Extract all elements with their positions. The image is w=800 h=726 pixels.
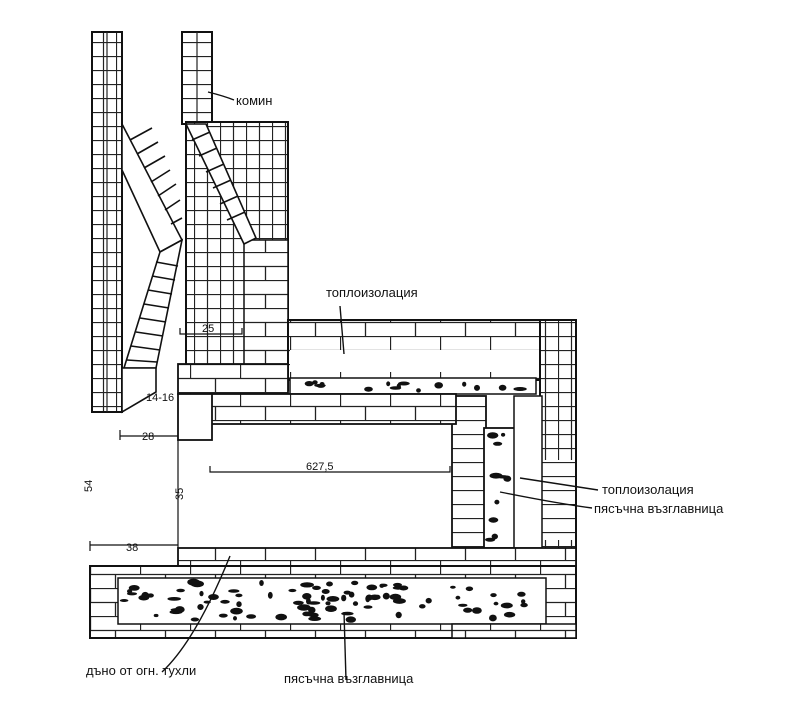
chamber-floor (89, 547, 577, 639)
step-height-dim: 14-16 (146, 392, 174, 404)
dimension-lines (89, 328, 451, 551)
sand-right-label: пясъчна възглавница (594, 501, 724, 516)
chamber-height-dim: 35 (174, 488, 186, 500)
chimney-left-wall (91, 31, 123, 413)
chamber-length-dim: 627,5 (306, 461, 334, 473)
flue-width-dim: 25 (202, 323, 214, 335)
chimney-label: комин (236, 93, 272, 108)
insulation-right-label: топлоизолация (602, 482, 694, 497)
chamber-ceiling (177, 363, 457, 441)
total-height-dim: 54 (83, 480, 95, 492)
leader-lines (161, 91, 599, 681)
insulation-top-label: топлоизолация (326, 285, 418, 300)
chamber-roof (287, 319, 577, 395)
step-width-dim: 28 (142, 431, 154, 443)
chimney-baffle-left (121, 123, 184, 369)
sand-bottom-label: пясъчна възглавница (284, 671, 414, 686)
firebox-width-dim: 38 (126, 542, 138, 554)
sand-fill-specks (119, 380, 528, 623)
firebox-step (121, 367, 157, 414)
firebrick-floor-label: дъно от огн. тухли (86, 663, 196, 678)
chimney-baffle-right (184, 123, 258, 246)
